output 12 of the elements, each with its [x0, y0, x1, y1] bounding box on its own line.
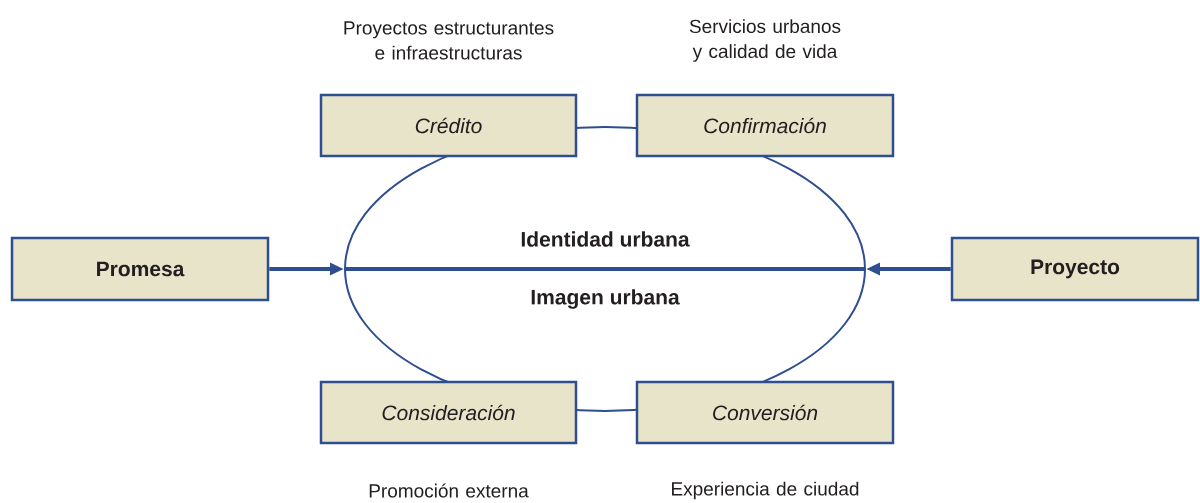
process-box: Crédito [319, 93, 578, 158]
caption-text: Promoción externa [369, 483, 529, 498]
caption-text: Experiencia de ciudad [672, 481, 859, 500]
process-box: Confirmación [635, 93, 895, 158]
center-label: Imagen urbana [531, 289, 680, 309]
center-label: Identidad urbana [521, 231, 690, 247]
process-box: Promesa [10, 236, 270, 302]
caption-text: Proyectos estructurantes e infraestructuras [344, 21, 554, 60]
caption-text: Servicios urbanos y calidad de vida [689, 19, 841, 62]
process-box: Conversión [635, 380, 895, 445]
process-box: Proyecto [950, 236, 1200, 302]
process-box: Consideración [319, 380, 578, 445]
